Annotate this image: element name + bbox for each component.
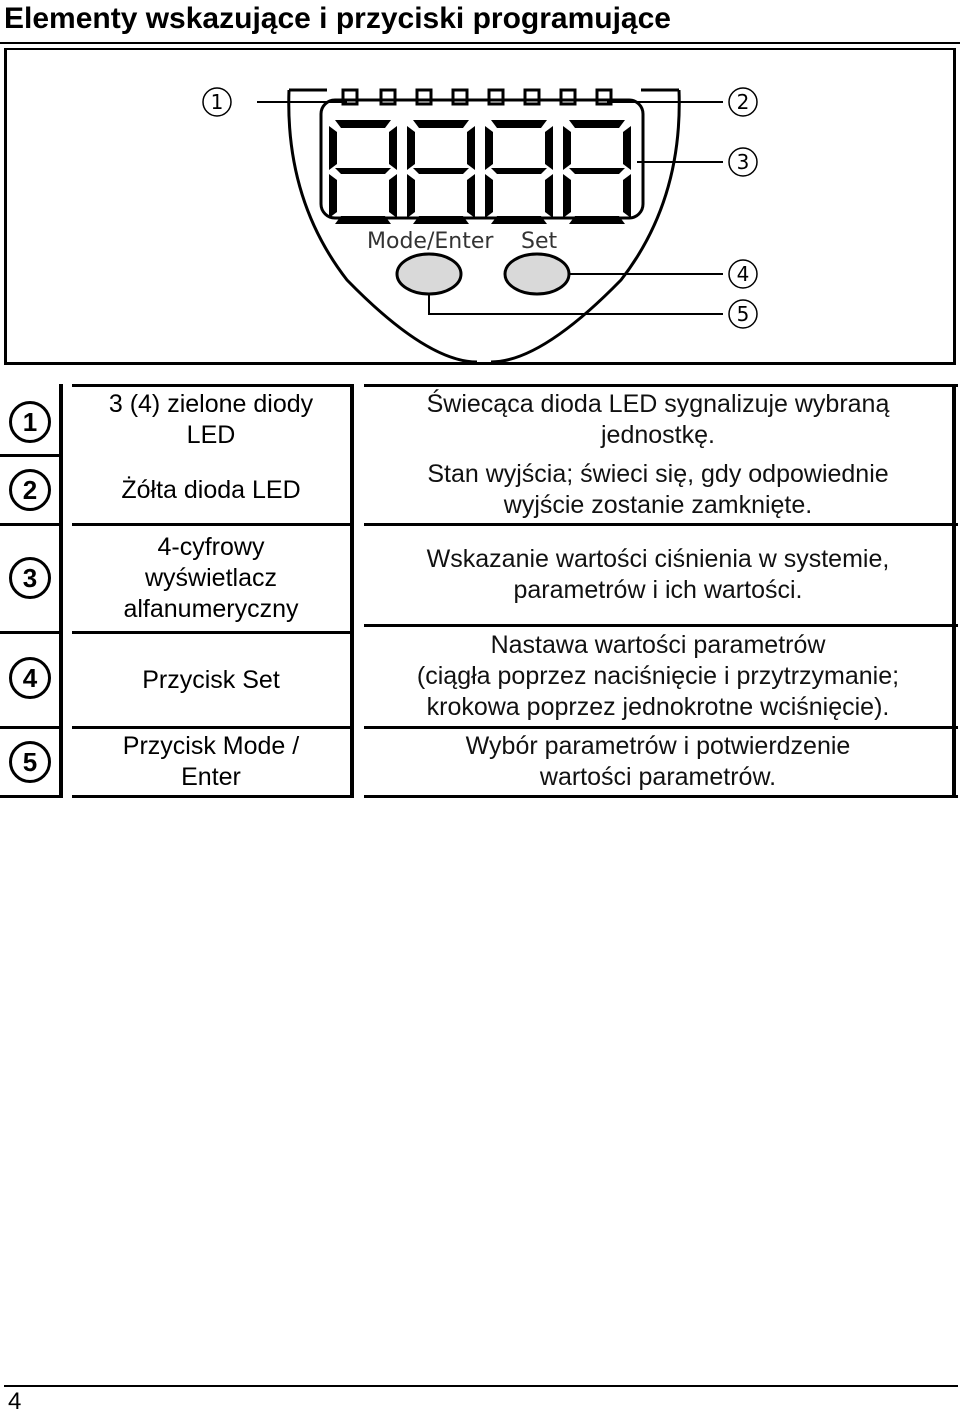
callout-1-circle [202, 87, 232, 117]
callout-3-text: 3 [737, 150, 750, 174]
number-badge: 3 [9, 557, 51, 599]
number-badge: 4 [9, 657, 51, 699]
housing-left-edge [287, 89, 478, 362]
mode-enter-button [395, 252, 463, 296]
element-description: Wskazanie wartości ciśnienia w systemie,… [426, 545, 890, 604]
seven-segment-digits [329, 120, 631, 224]
element-name: Przycisk Mode / Enter [122, 732, 300, 791]
row-number: 4 [0, 656, 60, 700]
set-label: Set [521, 229, 558, 254]
element-description: Wybór parametrów i potwierdzenie wartośc… [465, 732, 851, 791]
number-badge: 5 [9, 741, 51, 783]
element-name: 3 (4) zielone diody LED [108, 390, 314, 449]
callout-2-circle [728, 87, 758, 117]
display-window [319, 98, 645, 220]
table-rule [59, 384, 63, 798]
page-number: 4 [8, 1388, 22, 1415]
led-7 [559, 88, 577, 106]
number-badge: 1 [9, 401, 51, 443]
callout-5-text: 5 [737, 302, 750, 326]
led-6 [523, 88, 541, 106]
digit-3 [485, 120, 553, 224]
row-number: 1 [0, 400, 60, 444]
element-name: Przycisk Set [142, 665, 280, 694]
mode-enter-label: Mode/Enter [367, 229, 494, 254]
callout-4-circle [728, 259, 758, 289]
device-illustration: Mode/Enter Set 1 2 3 4 5 [202, 87, 758, 362]
element-description: Stan wyjścia; świeci się, gdy odpowiedni… [427, 460, 889, 519]
callout-1-text: 1 [211, 90, 224, 114]
callout-3-circle [728, 147, 758, 177]
table-rule [350, 384, 354, 798]
element-name: Żółta dioda LED [121, 475, 301, 504]
row-number: 3 [0, 556, 60, 600]
led-8 [595, 88, 613, 106]
led-2 [379, 88, 397, 106]
led-row [341, 88, 613, 106]
element-name: 4-cyfrowy wyświetlacz alfanumeryczny [123, 532, 299, 623]
digit-4 [563, 120, 631, 224]
row-number: 5 [0, 740, 60, 784]
device-diagram: Mode/Enter Set 1 2 3 4 5 [4, 48, 956, 365]
row-number: 2 [0, 468, 60, 512]
callout-4-text: 4 [737, 262, 750, 286]
digit-1 [329, 120, 397, 224]
digit-2 [407, 120, 475, 224]
number-badge: 2 [9, 469, 51, 511]
footer-divider [4, 1385, 958, 1387]
housing-right-edge [490, 89, 681, 362]
set-button [503, 252, 571, 296]
led-4 [451, 88, 469, 106]
element-description: Świecąca dioda LED sygnalizuje wybraną j… [426, 390, 890, 449]
callout-5-circle [728, 299, 758, 329]
led-3 [415, 88, 433, 106]
title-divider [0, 42, 960, 44]
led-5 [487, 88, 505, 106]
led-1 [341, 88, 359, 106]
page-title: Elementy wskazujące i przyciski programu… [4, 2, 671, 35]
callout-2-text: 2 [737, 90, 750, 114]
element-description: Nastawa wartości parametrów (ciągła popr… [416, 631, 900, 721]
